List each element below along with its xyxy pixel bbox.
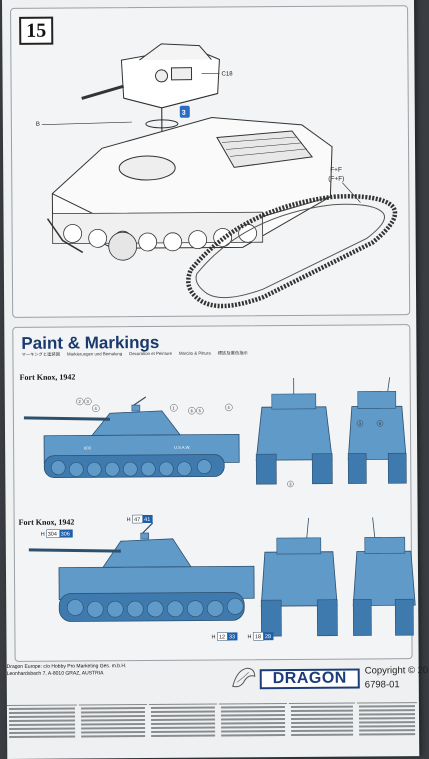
part-callout-track-alt: (F+F) — [328, 176, 344, 183]
callout: 4 — [228, 405, 231, 410]
scheme-2-front-view — [260, 517, 338, 637]
svg-text:H: H — [41, 532, 45, 538]
warning-col-3 — [148, 696, 217, 758]
warning-col-1 — [6, 697, 77, 758]
callout: 3 — [86, 399, 89, 404]
distributor-address: Leonhardsbach 7, A-8010 GRAZ, AUSTRIA — [6, 669, 104, 677]
scheme-2-rear-view — [352, 517, 416, 636]
callout: 1 — [173, 405, 176, 410]
subtitle-german: Markierungen und Bemalung — [67, 351, 123, 357]
svg-text:603: 603 — [84, 445, 91, 450]
warning-columns — [6, 695, 419, 759]
scheme-1-profiles: 603 U.S.A.W. 2 3 4 1 6 5 4 3 — [23, 377, 407, 488]
warning-col-6 — [356, 695, 417, 756]
part-callout-rod: B — [36, 122, 40, 128]
running-gear-drawing — [46, 211, 264, 261]
callout: 6 — [191, 408, 194, 413]
dragon-emblem-icon — [232, 667, 256, 688]
step-number: 15 — [19, 16, 54, 45]
scheme-2-side-view — [28, 522, 255, 622]
subtitle-japanese: マーキングと塗装図 — [21, 351, 61, 357]
logo-text: DRAGON — [272, 669, 347, 688]
scheme-1-front-view: 3 — [255, 377, 333, 488]
assembly-diagram: C18 B 3 — [36, 43, 398, 309]
scheme-1-callouts: 2 3 4 1 6 5 4 — [76, 397, 233, 415]
track-drawing — [186, 194, 398, 309]
paint-code-3: H 12 33 — [211, 632, 238, 641]
warning-col-2 — [78, 697, 147, 758]
paint-markings-panel: Paint & Markings マーキングと塗装図 Markierungen … — [12, 324, 416, 662]
copyright-text: Copyright © 20 — [364, 665, 429, 677]
paint-code-1: H 47 41 — [127, 514, 153, 524]
distributor-info: Dragon Europe: c/o Hobby Pro Marketing G… — [7, 663, 127, 677]
scheme-1-side-view: 603 U.S.A.W. — [23, 396, 240, 479]
svg-text:H: H — [211, 635, 215, 641]
decal-marker-icon — [179, 105, 190, 118]
part-callout-turret: C18 — [222, 71, 234, 77]
svg-text:U.S.A.W.: U.S.A.W. — [174, 445, 190, 450]
assembly-step-panel: 15 C18 B 3 — [10, 5, 411, 318]
paint-subtitles: マーキングと塗装図 Markierungen und Bemalung Deco… — [21, 349, 403, 358]
callout: 3 — [359, 421, 362, 426]
svg-text:12: 12 — [219, 634, 225, 640]
callout: 6 — [379, 421, 382, 426]
callout: 4 — [95, 406, 98, 411]
kit-code: 6798-01 — [364, 679, 400, 691]
svg-text:18: 18 — [255, 634, 261, 640]
svg-text:28: 28 — [265, 634, 271, 640]
subtitle-chinese: 標誌及著色指示 — [217, 350, 248, 356]
svg-text:H: H — [247, 634, 251, 640]
scheme-1-rear-view: 3 6 — [347, 377, 407, 484]
part-callout-track: F+F — [330, 167, 342, 174]
dragon-logo: DRAGON — [259, 668, 360, 690]
callout: 2 — [78, 399, 81, 404]
svg-text:33: 33 — [229, 634, 235, 640]
decal-marker-number: 3 — [182, 110, 186, 117]
svg-text:H: H — [127, 517, 131, 523]
turret-drawing — [81, 43, 220, 109]
svg-text:41: 41 — [144, 517, 150, 523]
svg-text:306: 306 — [61, 532, 70, 538]
paint-code-2: H 304 306 — [41, 529, 73, 538]
subtitle-italian: Marcito & Pittura — [178, 350, 211, 356]
paint-code-4: H 18 28 — [247, 631, 274, 641]
callout: 3 — [289, 481, 292, 486]
scheme-1-label: Fort Knox, 1942 — [19, 372, 76, 382]
warning-col-5 — [288, 695, 355, 757]
svg-text:47: 47 — [134, 517, 140, 523]
scheme-2-profiles: H 47 41 H 304 306 H 12 33 H — [28, 514, 416, 641]
distributor-name: Dragon Europe: c/o Hobby Pro Marketing G… — [6, 663, 127, 670]
callout: 5 — [199, 408, 202, 413]
warning-col-4 — [218, 696, 287, 757]
subtitle-french: Decoration et Peinture — [129, 350, 172, 357]
svg-text:304: 304 — [48, 532, 57, 538]
